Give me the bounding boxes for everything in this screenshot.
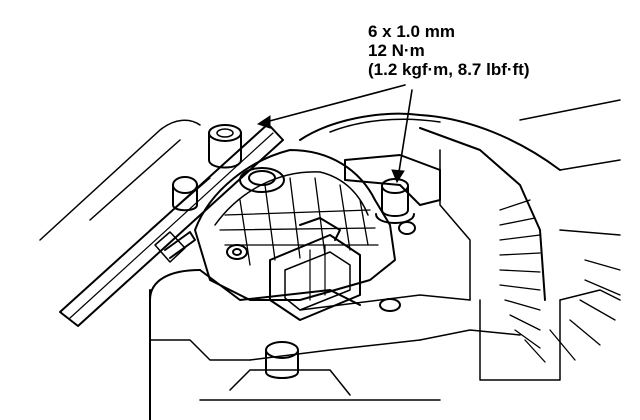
callout-leader-lines [261, 84, 413, 179]
guide-rail [39, 119, 201, 241]
callout-arrowheads [256, 115, 405, 184]
gear-fins [499, 199, 621, 363]
torque-alt-units-label: (1.2 kgf·m, 8.7 lbf·ft) [368, 60, 530, 79]
right-mounting-bolt [375, 178, 415, 224]
torque-nm-label: 12 N·m [368, 41, 425, 60]
transmission-case [149, 99, 621, 420]
left-mounting-bolt [208, 124, 242, 169]
lower-case-bosses [265, 298, 401, 379]
bolt-size-label: 6 x 1.0 mm [368, 22, 455, 41]
alignment-tool-bar [59, 123, 284, 327]
upper-bracket [344, 154, 441, 206]
torque-spec-callout: 6 x 1.0 mm 12 N·m (1.2 kgf·m, 8.7 lbf·ft… [368, 22, 530, 79]
electrical-connector [269, 217, 361, 321]
range-switch-body [194, 149, 396, 301]
